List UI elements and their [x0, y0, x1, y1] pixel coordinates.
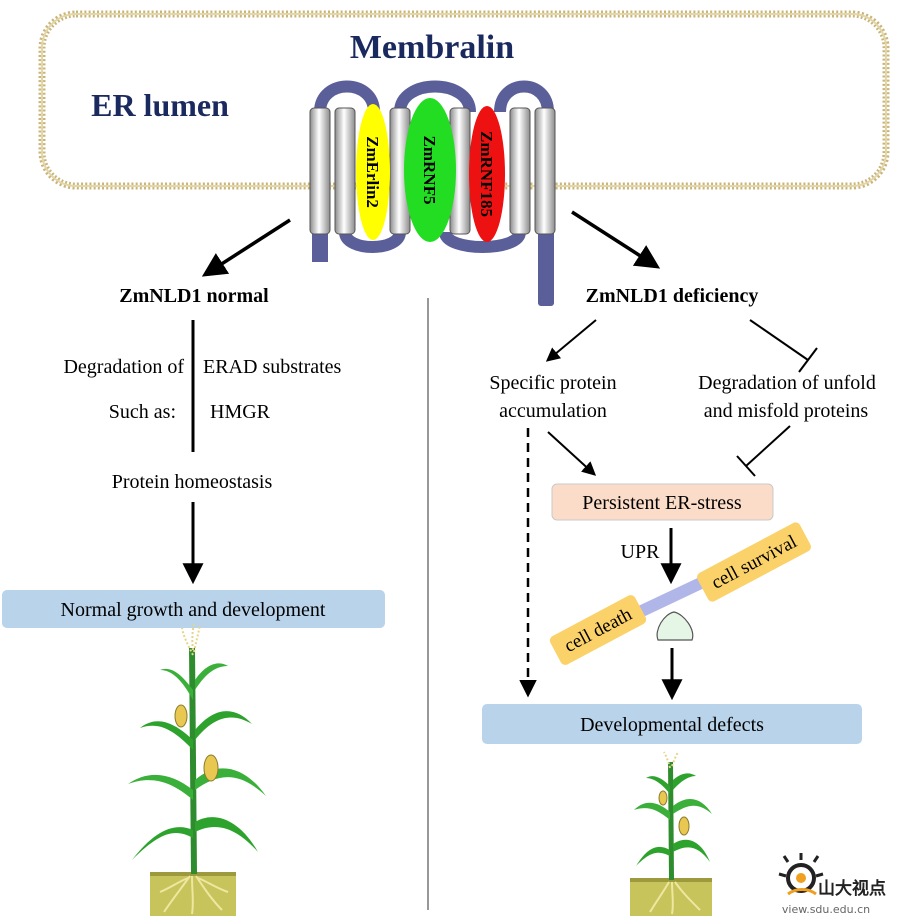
- zmerlin2-ellipse: [356, 104, 390, 240]
- normal-growth-box: [2, 590, 385, 628]
- er-stress-text: Persistent ER-stress: [582, 492, 742, 514]
- deficiency-header: ZmNLD1 deficiency: [586, 285, 759, 307]
- arrow-to-er-stress: [547, 431, 597, 476]
- helix-2: [334, 107, 356, 235]
- normal-growth-text: Normal growth and development: [61, 599, 326, 621]
- membralin-protein: ZmErlin2 ZmRNF5 ZmRNF185: [309, 80, 556, 306]
- arrow-to-accumulation: [545, 319, 597, 362]
- cell-fate-balance: cell death cell survival: [549, 522, 811, 665]
- normal-header: ZmNLD1 normal: [119, 285, 269, 307]
- protein-homeostasis-text: Protein homeostasis: [112, 471, 273, 493]
- erad-substrates-text: ERAD substrates: [203, 356, 342, 378]
- developmental-defects-text: Developmental defects: [580, 714, 764, 736]
- such-as-text: Such as:: [109, 401, 176, 423]
- er-lumen-label: ER lumen: [91, 87, 229, 123]
- inhibit-bar-er-stress: [736, 455, 756, 477]
- watermark-logo-icon: [778, 853, 824, 896]
- helix-loop-5: [494, 80, 554, 113]
- upr-text: UPR: [621, 541, 661, 563]
- zmrnf185-label: ZmRNF185: [477, 131, 496, 217]
- zmrnf5-label: ZmRNF5: [420, 136, 439, 205]
- er-stress-box: [551, 483, 774, 521]
- watermark-logo-text: 山大视点: [818, 878, 886, 899]
- watermark: 山大视点 view.sdu.edu.cn: [778, 853, 886, 916]
- cell-survival-box: [697, 522, 811, 602]
- accumulation-line2: accumulation: [499, 400, 607, 422]
- cell-death-box: [549, 595, 647, 665]
- inhibit-line-er-stress: [745, 425, 791, 467]
- degradation-line1: Degradation of unfold: [698, 372, 876, 394]
- helix-6: [534, 107, 556, 235]
- helix-1: [309, 107, 331, 235]
- developmental-defects-box: [482, 704, 862, 744]
- helix-loop-1: [314, 80, 380, 113]
- healthy-maize-plant-icon: [128, 623, 266, 916]
- zmrnf185-ellipse: [469, 106, 505, 242]
- helix-loop-4: [439, 230, 526, 253]
- balance-pivot: [656, 611, 694, 641]
- inhibit-bar-degradation: [798, 347, 818, 373]
- accumulation-line1: Specific protein: [489, 372, 616, 394]
- arrow-to-normal: [201, 218, 291, 277]
- helix-5: [509, 107, 531, 235]
- zmrnf5-ellipse: [404, 98, 456, 242]
- helix-loop-2: [339, 230, 406, 253]
- membralin-title: Membralin: [350, 29, 514, 66]
- watermark-url: view.sdu.edu.cn: [782, 903, 870, 916]
- degradation-line2: and misfold proteins: [704, 400, 869, 422]
- defective-maize-plant-icon: [630, 751, 712, 916]
- c-terminal-tail: [538, 230, 554, 306]
- n-terminal-tail: [312, 230, 328, 262]
- hmgr-text: HMGR: [210, 401, 271, 423]
- arrow-to-deficiency: [571, 210, 661, 269]
- degradation-of-text: Degradation of: [63, 356, 184, 378]
- zmerlin2-label: ZmErlin2: [363, 136, 382, 208]
- inhibit-line-degradation: [749, 319, 809, 361]
- helix-loop-3: [394, 80, 476, 113]
